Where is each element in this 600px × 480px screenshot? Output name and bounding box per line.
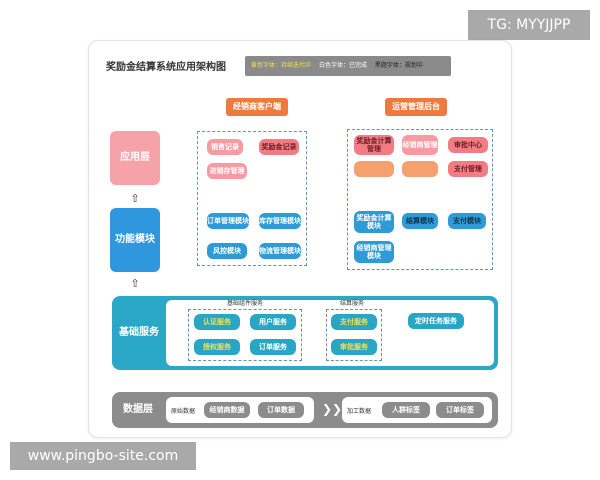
layer-function: 功能模块 — [110, 208, 160, 272]
base-group2-item: 支付服务 — [331, 314, 377, 330]
layer-app: 应用层 — [110, 131, 160, 185]
double-chevron-right-icon: ❯❯ — [322, 402, 343, 416]
base-group1-label: 基础组件服务 — [227, 300, 264, 307]
ops-app-item: 支付管理 — [448, 161, 488, 177]
processed-data-item: 订单标签 — [436, 402, 484, 418]
base-group2-item: 审批服务 — [331, 339, 377, 355]
ops-func-item: 支付模块 — [448, 213, 486, 229]
base-standalone-item: 定时任务服务 — [408, 313, 464, 329]
processed-data-item: 人群标签 — [382, 402, 430, 418]
ops-app-item: 经销商管理 — [402, 135, 438, 155]
dealer-func-item: 库存管理模块 — [259, 213, 301, 229]
dealer-app-item: 销售记录 — [207, 139, 243, 155]
layer-base-services: 基础服务 — [119, 327, 159, 338]
base-services-inner — [166, 300, 494, 366]
ops-app-item — [402, 161, 438, 177]
base-group1-item: 授权服务 — [194, 339, 240, 355]
base-group1-item: 认证服务 — [194, 314, 240, 330]
dealer-func-item: 物流管理模块 — [259, 243, 301, 259]
dealer-client-box — [197, 131, 307, 266]
up-arrow-icon: ⇧ — [130, 192, 140, 205]
base-group1-box — [188, 309, 302, 361]
legend: 黄色字体：持续迭代中 白色字体：已完成 黑题字体：规划中 — [245, 56, 451, 76]
layer-data: 数据层 — [123, 404, 153, 415]
raw-data-label: 原始数据 — [171, 408, 196, 415]
base-group1-item: 用户服务 — [250, 314, 296, 330]
ops-app-item: 奖励金计算管理 — [354, 135, 394, 155]
dealer-func-item: 风控模块 — [207, 243, 247, 259]
raw-data-item: 经销商数据 — [204, 402, 250, 418]
diagram-title: 奖励金结算系统应用架构图 — [106, 62, 226, 73]
ops-backend-box — [347, 129, 493, 270]
legend-yellow: 黄色字体：持续迭代中 — [251, 62, 312, 69]
ops-app-item — [354, 161, 394, 177]
base-group2-box — [326, 309, 382, 361]
ops-app-item: 审批中心 — [448, 137, 488, 153]
header-ops-backend: 运营管理后台 — [385, 98, 447, 116]
base-group2-label: 结算服务 — [340, 300, 365, 307]
processed-data-label: 加工数据 — [347, 408, 372, 415]
watermark-top: TG: MYYJJPP — [468, 10, 590, 40]
raw-data-item: 订单数据 — [258, 402, 304, 418]
dealer-app-item: 进销存管理 — [207, 163, 247, 179]
watermark-bottom: www.pingbo-site.com — [10, 442, 196, 470]
ops-func-item: 奖励金计算模块 — [354, 211, 394, 233]
ops-func-item: 经销商管理模块 — [354, 241, 394, 263]
ops-func-item: 结算模块 — [402, 213, 438, 229]
legend-white: 白色字体：已完成 — [318, 62, 367, 69]
legend-black: 黑题字体：规划中 — [374, 62, 423, 69]
header-dealer-client: 经销商客户端 — [226, 98, 288, 116]
up-arrow-icon: ⇧ — [130, 277, 140, 290]
base-group1-item: 订单服务 — [250, 339, 296, 355]
dealer-app-item: 奖励金记录 — [259, 139, 299, 155]
dealer-func-item: 订单管理模块 — [207, 213, 249, 229]
